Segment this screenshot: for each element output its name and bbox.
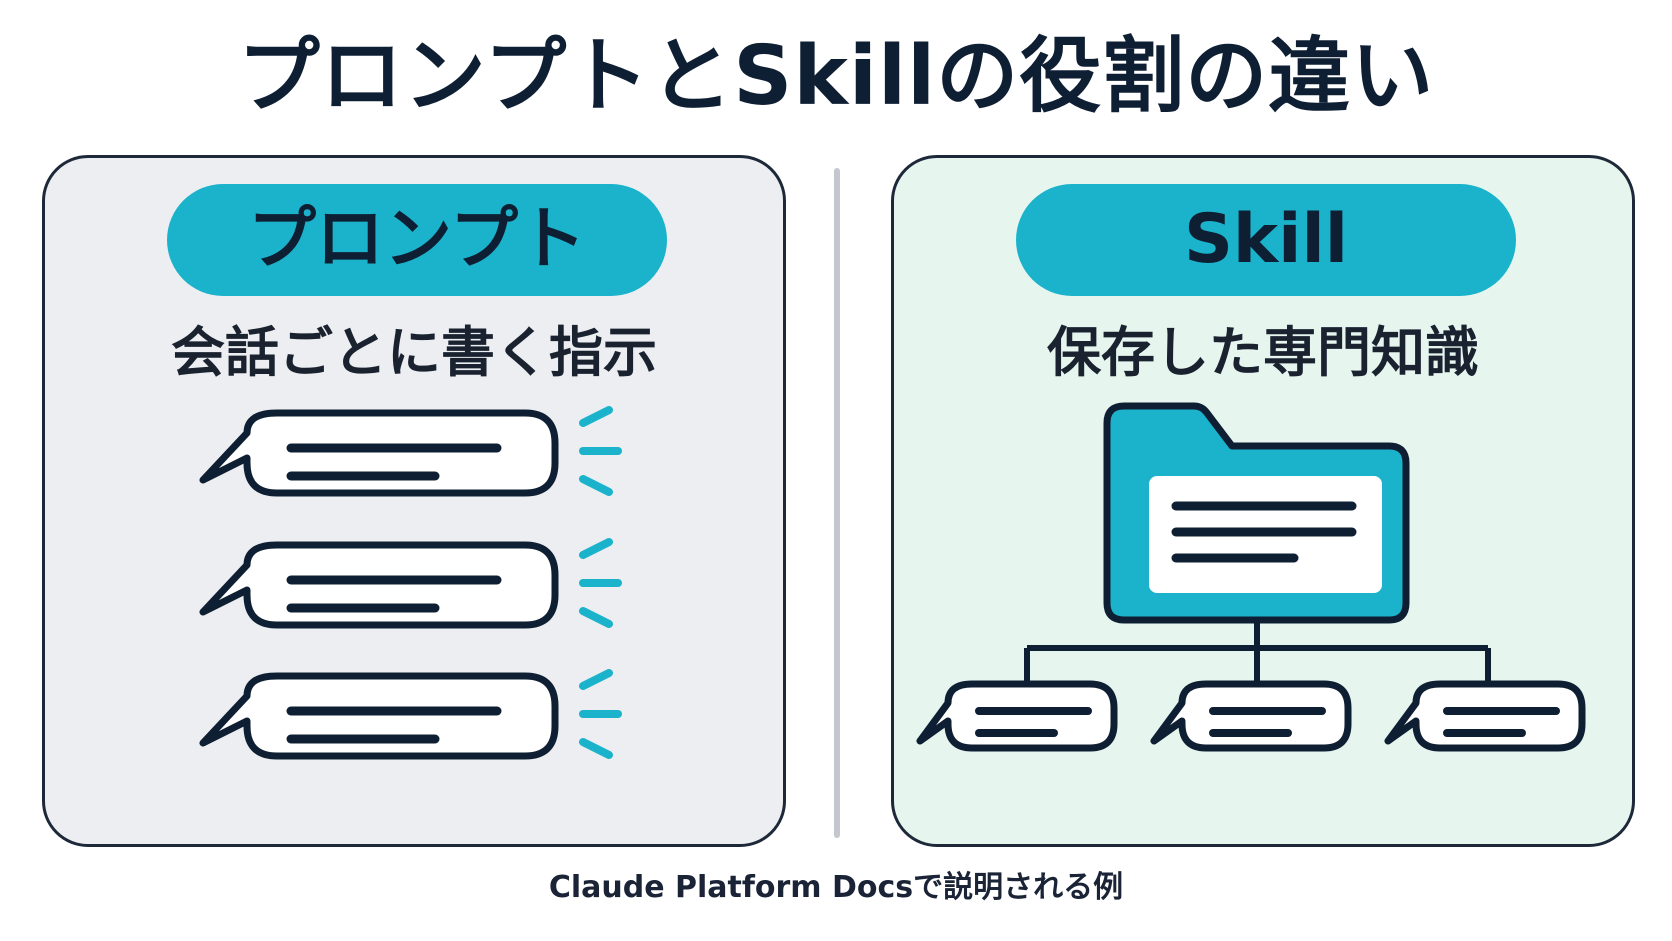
panel-divider (834, 168, 840, 838)
source-caption: Claude Platform Docsで説明される例 (548, 870, 1124, 905)
prompt-panel: プロンプト 会話ごとに書く指示 (42, 155, 786, 847)
prompt-subtitle: 会話ごとに書く指示 (171, 321, 657, 384)
prompt-label-pill: プロンプト (167, 184, 667, 296)
burst-lines-icon (579, 669, 622, 759)
chat-bubble-icon (916, 680, 1118, 752)
page-title: プロンプトとSkillの役割の違い (237, 29, 1435, 124)
skill-subtitle: 保存した専門知識 (1047, 321, 1479, 384)
skill-panel: Skill 保存した専門知識 (891, 155, 1635, 847)
chat-bubble-icon (1150, 680, 1352, 752)
folder-tree-illustration (916, 402, 1586, 752)
tree-connector (1024, 620, 1491, 684)
chat-bubbles-illustration (199, 406, 622, 760)
burst-lines-icon (579, 406, 622, 496)
chat-bubble-icon (199, 409, 559, 497)
folder-icon (1103, 402, 1410, 624)
burst-lines-icon (579, 538, 622, 628)
chat-bubble-icon (199, 541, 559, 629)
chat-bubble-icon (199, 672, 559, 760)
skill-label-pill: Skill (1016, 184, 1516, 296)
chat-bubble-icon (1384, 680, 1586, 752)
